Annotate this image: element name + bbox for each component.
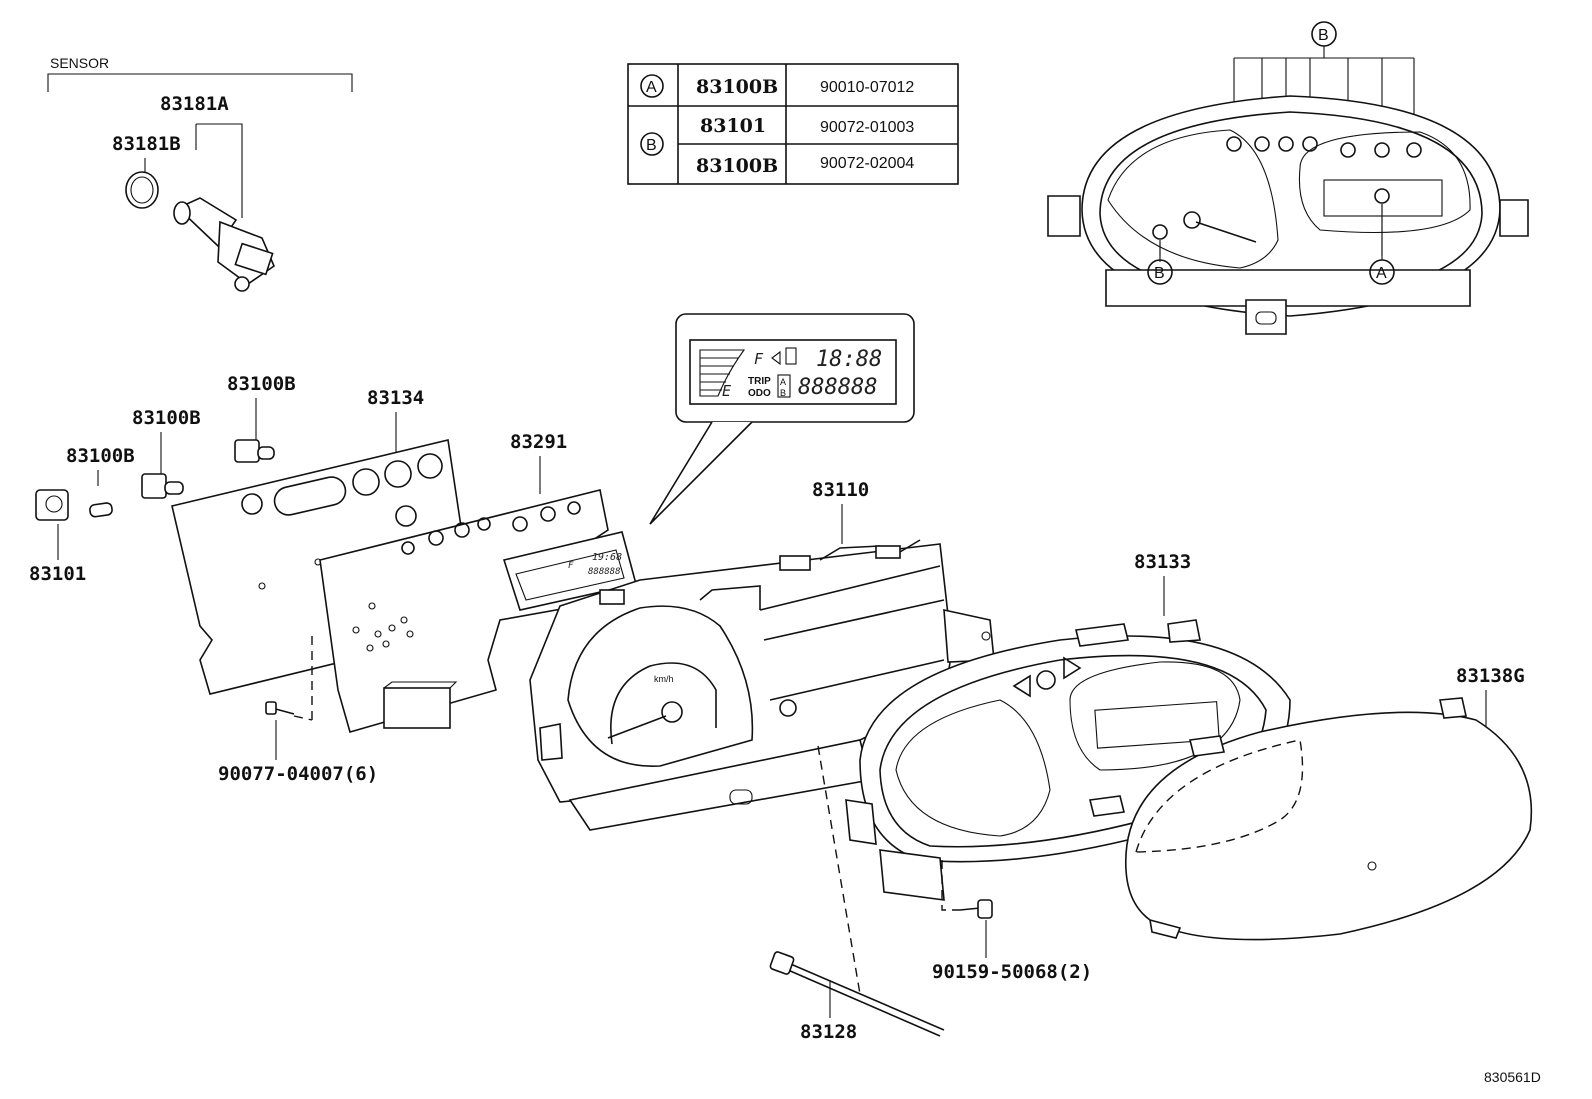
lcd-small-digits: 888888: [588, 567, 621, 577]
fuel-bargraph: [699, 349, 746, 397]
bulb-socket-top: [234, 439, 275, 463]
circuit-board: 83291: [319, 431, 613, 733]
lcd-callout-frame: [675, 313, 915, 423]
lcd-odo-digits: 888888: [798, 375, 877, 400]
label-90159-50068: 90159-50068(2): [932, 961, 1092, 983]
lcd-screen: [689, 339, 897, 405]
table-marker-a: A: [646, 79, 657, 96]
table-row1-number: 90010-07012: [820, 79, 914, 96]
wedge-bulb: [89, 502, 113, 518]
label-83134: 83134: [367, 387, 424, 409]
label-83133: 83133: [1134, 551, 1191, 573]
label-83181B: 83181B: [112, 133, 181, 155]
table-row3-number: 90072-02004: [820, 155, 914, 172]
label-83181A: 83181A: [160, 93, 229, 115]
label-90077-04007: 90077-04007(6): [218, 763, 378, 785]
lcd-trip-mode-box: [777, 374, 791, 398]
meter-glass-outline: [1125, 711, 1533, 941]
diagram-id: 830561D: [1484, 1069, 1541, 1085]
meter-glass-83138G: 83138G: [1125, 665, 1533, 941]
meter-case-speedo-arc: [610, 662, 717, 745]
screw-90077: 90077-04007(6): [218, 636, 378, 785]
lcd-clock: 18:88: [816, 347, 882, 372]
label-83291: 83291: [510, 431, 567, 453]
lcd-detail-callout: F E 18:88 TRIP ODO A B 888888: [649, 313, 915, 525]
meter-overview-speedo-face: [1107, 129, 1279, 269]
meter-case-83110: 83110 km/h: [529, 479, 995, 831]
table-row1-part: 83100B: [696, 76, 778, 98]
lcd-trip-label: TRIP: [748, 376, 771, 387]
meter-overview-lcd-window: [1323, 179, 1443, 217]
callout-a-circle: [1369, 259, 1395, 285]
bulb-sockets: 83100B 83100B 83100B 83101: [29, 373, 296, 585]
meter-overview-needle-hub: [1183, 211, 1201, 229]
meter-overview-bracket-left: [1047, 195, 1081, 237]
callout-b-bottom: B: [1154, 265, 1165, 282]
speed-sensor-83181A: [173, 197, 275, 292]
meter-hood-lcd-window: [1094, 701, 1220, 749]
meter-glass-hidden-edge: [1135, 739, 1304, 853]
callout-b-bottom-circle: [1147, 259, 1173, 285]
lcd-fuel-full: F: [754, 350, 764, 368]
label-83128: 83128: [800, 1021, 857, 1043]
meter-case-needle-hub: [661, 701, 683, 723]
meter-overview-lcd-face: [1298, 131, 1471, 234]
fuel-arrow-icon: [771, 350, 781, 366]
bulb-socket-mid: [141, 473, 184, 499]
table-marker-a-circle: [640, 74, 664, 98]
o-ring-83181B: [125, 171, 159, 209]
label-83101: 83101: [29, 563, 86, 585]
meter-case-speedo-ring: [567, 605, 754, 767]
meter-case-needle: [607, 715, 667, 739]
lcd-small-fuel-full: F: [568, 561, 574, 571]
table-row2-part: 83101: [700, 115, 766, 137]
label-83100B-top: 83100B: [227, 373, 296, 395]
callout-a: A: [1376, 265, 1387, 282]
fuel-pump-icon: [785, 347, 797, 365]
screw-90159: 90159-50068(2): [932, 860, 1092, 983]
label-83100B-mid: 83100B: [132, 407, 201, 429]
table-row3-part: 83100B: [696, 155, 778, 177]
sensor-group: SENSOR 83181A 83181B: [47, 55, 353, 292]
table-marker-b-circle: [640, 132, 664, 156]
sensor-group-bracket: [47, 73, 353, 92]
table-marker-b: B: [646, 137, 657, 154]
plate-slot: [273, 476, 347, 516]
meter-overview: B B A: [1047, 21, 1529, 335]
parts-table: A B 83100B 90010-07012 83101 90072-01003…: [627, 63, 959, 185]
connector-block: [383, 687, 451, 729]
lcd-fuel-empty: E: [722, 382, 731, 400]
circuit-board-outline: [319, 489, 613, 733]
reset-knob-dashed-guide: [817, 745, 861, 995]
bulb-socket-83101: [35, 489, 69, 521]
turn-signal-left-icon: [1012, 674, 1031, 698]
lcd-mode-a: A: [780, 377, 786, 387]
label-83100B-left: 83100B: [66, 445, 135, 467]
indicator-lamp-icon: [1036, 670, 1056, 690]
leader-83181A: [195, 123, 243, 218]
lcd-mode-b: B: [780, 388, 786, 398]
reset-knob-83128: 83128: [769, 745, 945, 1043]
label-83138G: 83138G: [1456, 665, 1525, 687]
callout-b-top: B: [1318, 27, 1329, 44]
lcd-odo-label: ODO: [748, 388, 771, 399]
meter-hood-lcd-area: [1069, 661, 1241, 771]
screw-90159-dashed-guide: [941, 860, 960, 911]
gauge-unit: km/h: [654, 674, 674, 684]
turn-signal-right-icon: [1063, 656, 1082, 680]
o-ring-inner: [130, 176, 154, 204]
parts-table-frame: [627, 63, 959, 185]
table-row2-number: 90072-01003: [820, 119, 914, 136]
label-83110: 83110: [812, 479, 869, 501]
sensor-group-label: SENSOR: [50, 55, 109, 71]
screw-90077-dashed-guide: [293, 636, 313, 721]
meter-overview-needle: [1195, 221, 1257, 243]
lcd-small-clock: 19:68: [592, 552, 622, 563]
meter-overview-bracket-right: [1499, 199, 1529, 237]
meter-hood-speedo-window: [895, 699, 1051, 837]
